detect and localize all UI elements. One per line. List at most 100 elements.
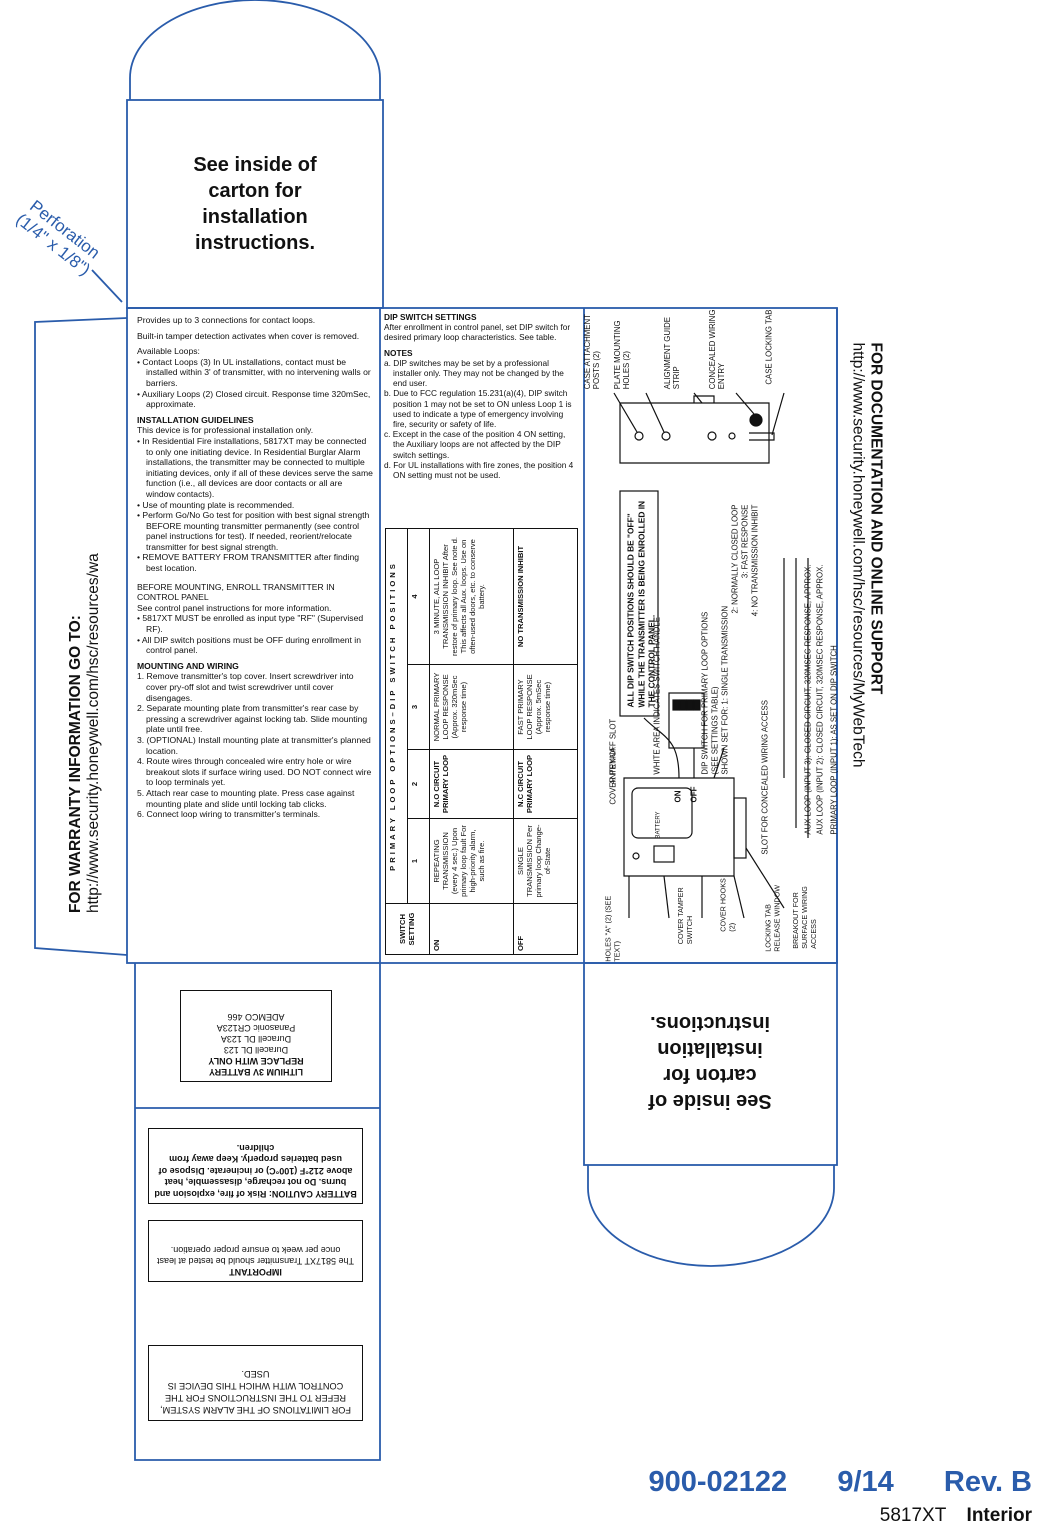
col-header: 2: [407, 749, 430, 819]
top-line1: See inside of: [193, 154, 317, 176]
list-item: c. Except in the case of the position 4 …: [384, 429, 566, 460]
diagram-loop-labels: SLOT FOR CONCEALED WIRING ACCESS AUX LOO…: [620, 560, 850, 860]
top-line3: installation: [202, 206, 308, 228]
list-item: • 5817XT MUST be enrolled as input type …: [137, 613, 364, 635]
table-header: PRIMARY LOOP OPTIONS–DIP SWITCH POSITION…: [385, 528, 408, 904]
table-row: 1 2 3 4: [407, 528, 430, 955]
mounting-plate: [619, 402, 770, 464]
mounting-list: 1. Remove transmitter's top cover. Inser…: [137, 671, 373, 819]
avail-list: • Contact Loops (3) In UL installations,…: [137, 357, 373, 410]
battery-type4: ADEMCO 466: [227, 1012, 285, 1022]
label-tamper: COVER TAMPER SWITCH: [675, 887, 694, 945]
enroll-list: • 5817XT MUST be enrolled as input type …: [137, 613, 373, 655]
list-item: • Perform Go/No Go test for position wit…: [137, 510, 370, 552]
off-label: OFF: [689, 786, 699, 803]
label-aux-2: AUX LOOP (INPUT 2): CLOSED CIRCUIT, 320M…: [815, 564, 825, 835]
battery-label: BATTERY: [655, 811, 662, 839]
table-row: SWITCH SETTING PRIMARY LOOP OPTIONS–DIP …: [385, 528, 430, 955]
avail-label: Available Loops:: [137, 346, 200, 357]
top-line2: carton for: [208, 180, 302, 202]
list-item: 4. Route wires through concealed wire en…: [137, 756, 372, 788]
intro-1: Provides up to 3 connections for contact…: [137, 315, 316, 325]
mounting-title: MOUNTING AND WIRING: [137, 660, 239, 671]
row-label: ON: [429, 903, 514, 955]
important-title: IMPORTANT: [229, 1267, 282, 1277]
documentation-title: FOR DOCUMENTATION AND ONLINE SUPPORT: [867, 342, 885, 695]
transmitter-diagram: [613, 392, 809, 919]
col-header: 1: [407, 818, 430, 904]
col0-header: SWITCH SETTING: [385, 903, 430, 955]
list-item: • In Residential Fire installations, 581…: [137, 435, 373, 499]
bottom-line2: carton for: [663, 1064, 757, 1086]
dip-title: DIP SWITCH SETTINGS: [384, 312, 477, 322]
warranty-title: FOR WARRANTY INFORMATION GO TO:: [67, 615, 84, 913]
label-plate-holes: PLATE MOUNTING HOLES (2): [612, 320, 631, 390]
list-item: b. Due to FCC regulation 15.231(a)(4), D…: [384, 388, 572, 430]
warranty-url: http://www.security.honeywell.com/hsc/re…: [85, 553, 102, 913]
diagram-bottom-labels: HOLES "A" (2) (SEE TEXT) COVER TAMPER SW…: [600, 878, 840, 962]
bottom-line1: See inside of: [648, 1090, 772, 1112]
table-cell: N.O CIRCUIT PRIMARY LOOP: [429, 749, 514, 819]
guidelines-title: INSTALLATION GUIDELINES: [137, 414, 254, 425]
label-breakout: BREAKOUT FOR SURFACE WIRING ACCESS: [791, 886, 819, 949]
diagram-top-labels: CASE ATTACHMENT POSTS (2) PLATE MOUNTING…: [574, 300, 804, 400]
battery-type2: Duracell DL 123A: [220, 1034, 292, 1044]
battery-type1: Duracell DL 123: [223, 1045, 289, 1055]
bottom-line3: installation: [657, 1038, 763, 1060]
enroll-title: BEFORE MOUNTING, ENROLL TRANSMITTER IN C…: [137, 581, 335, 603]
list-item: • Use of mounting plate is recommended.: [137, 499, 295, 510]
bottom-see-inside: See inside of carton for installation in…: [605, 1010, 815, 1114]
table-cell: NO TRANSMISSION INHIBIT: [513, 528, 578, 665]
part-number: 900-02122: [648, 1466, 788, 1498]
notes-title: NOTES: [384, 347, 413, 358]
label-primary-loop: PRIMARY LOOP (INPUT 1): AS SET ON DIP SW…: [829, 645, 839, 835]
diagram-left-labels: COVER PRY-OFF SLOT ANTENNA: [590, 690, 650, 820]
top-see-inside: See inside of carton for installation in…: [150, 152, 360, 256]
table-cell: FAST PRIMARY LOOP RESPONSE (Approx. 5mSe…: [513, 664, 578, 750]
list-item: 6. Connect loop wiring to transmitter's …: [137, 809, 321, 820]
label-locking-tab: CASE LOCKING TAB: [764, 309, 774, 385]
notes-list: a. DIP switches may be set by a professi…: [384, 358, 578, 480]
guidelines-intro: This device is for professional installa…: [137, 425, 314, 436]
model: 5817XT: [879, 1505, 946, 1526]
guidelines-list: • In Residential Fire installations, 581…: [137, 436, 373, 574]
battery-type3: Panasonic CR123A: [216, 1023, 296, 1033]
instructions-panel: Provides up to 3 connections for contact…: [137, 315, 373, 825]
table-cell: SINGLE TRANSMISSION Per primary loop Cha…: [513, 818, 578, 904]
row-label: OFF: [513, 903, 578, 955]
list-item: • Auxiliary Loops (2) Closed circuit. Re…: [137, 388, 371, 410]
enroll-intro: See control panel instructions for more …: [137, 602, 332, 613]
top-line4: instructions.: [194, 232, 315, 254]
list-item: 1. Remove transmitter's top cover. Inser…: [137, 671, 354, 703]
list-item: • Contact Loops (3) In UL installations,…: [137, 356, 371, 388]
footer-part-line: 900-02122 9/14 Rev. B: [649, 1466, 1033, 1499]
label-slot-concealed: SLOT FOR CONCEALED WIRING ACCESS: [760, 700, 770, 855]
table-cell: REPEATING TRANSMISSION (every 4 sec.) Up…: [429, 818, 514, 904]
list-item: d. For UL installations with fire zones,…: [384, 459, 574, 481]
revision: Rev. B: [943, 1466, 1032, 1498]
list-item: a. DIP switches may be set by a professi…: [384, 357, 564, 389]
important-text: The 5817XT Transmitter should be tested …: [157, 1245, 354, 1266]
model-type: Interior: [966, 1505, 1032, 1526]
dip-panel: DIP SWITCH SETTINGS After enrollment in …: [384, 312, 578, 485]
battery-box: LITHIUM 3V BATTERY REPLACE WITH ONLY Dur…: [180, 990, 332, 1082]
label-antenna: ANTENNA: [608, 747, 618, 785]
table-cell: 3 MINUTE, ALL LOOP TRANSMISSION INHIBIT …: [429, 528, 514, 665]
table-cell: NORMAL PRIMARY LOOP RESPONSE (Approx. 32…: [429, 664, 514, 750]
label-locking-window: LOCKING TAB RELEASE WINDOW: [763, 885, 782, 952]
col-header: 4: [407, 528, 430, 665]
caution-box: BATTERY CAUTION: Risk of fire, explosion…: [148, 1128, 363, 1204]
table-row: OFF SINGLE TRANSMISSION Per primary loop…: [513, 528, 578, 955]
footer-model-line: 5817XT Interior: [880, 1505, 1032, 1527]
label-holes-a: HOLES "A" (2) (SEE TEXT): [603, 895, 622, 962]
list-item: 3. (OPTIONAL) Install mounting plate at …: [137, 734, 371, 756]
dip-table-wrap: SWITCH SETTING PRIMARY LOOP OPTIONS–DIP …: [385, 528, 578, 955]
table-cell: N.C CIRCUIT PRIMARY LOOP: [513, 749, 578, 819]
label-aux-3: AUX LOOP (INPUT 3): CLOSED CIRCUIT, 320M…: [803, 564, 813, 835]
label-case-posts: CASE ATTACHMENT POSTS (2): [582, 314, 601, 390]
label-alignment-guide: ALIGNMENT GUIDE STRIP: [662, 316, 681, 390]
on-label: ON: [673, 790, 683, 803]
battery-title: LITHIUM 3V BATTERY: [209, 1067, 303, 1077]
label-hooks: COVER HOOKS (2): [718, 878, 737, 932]
